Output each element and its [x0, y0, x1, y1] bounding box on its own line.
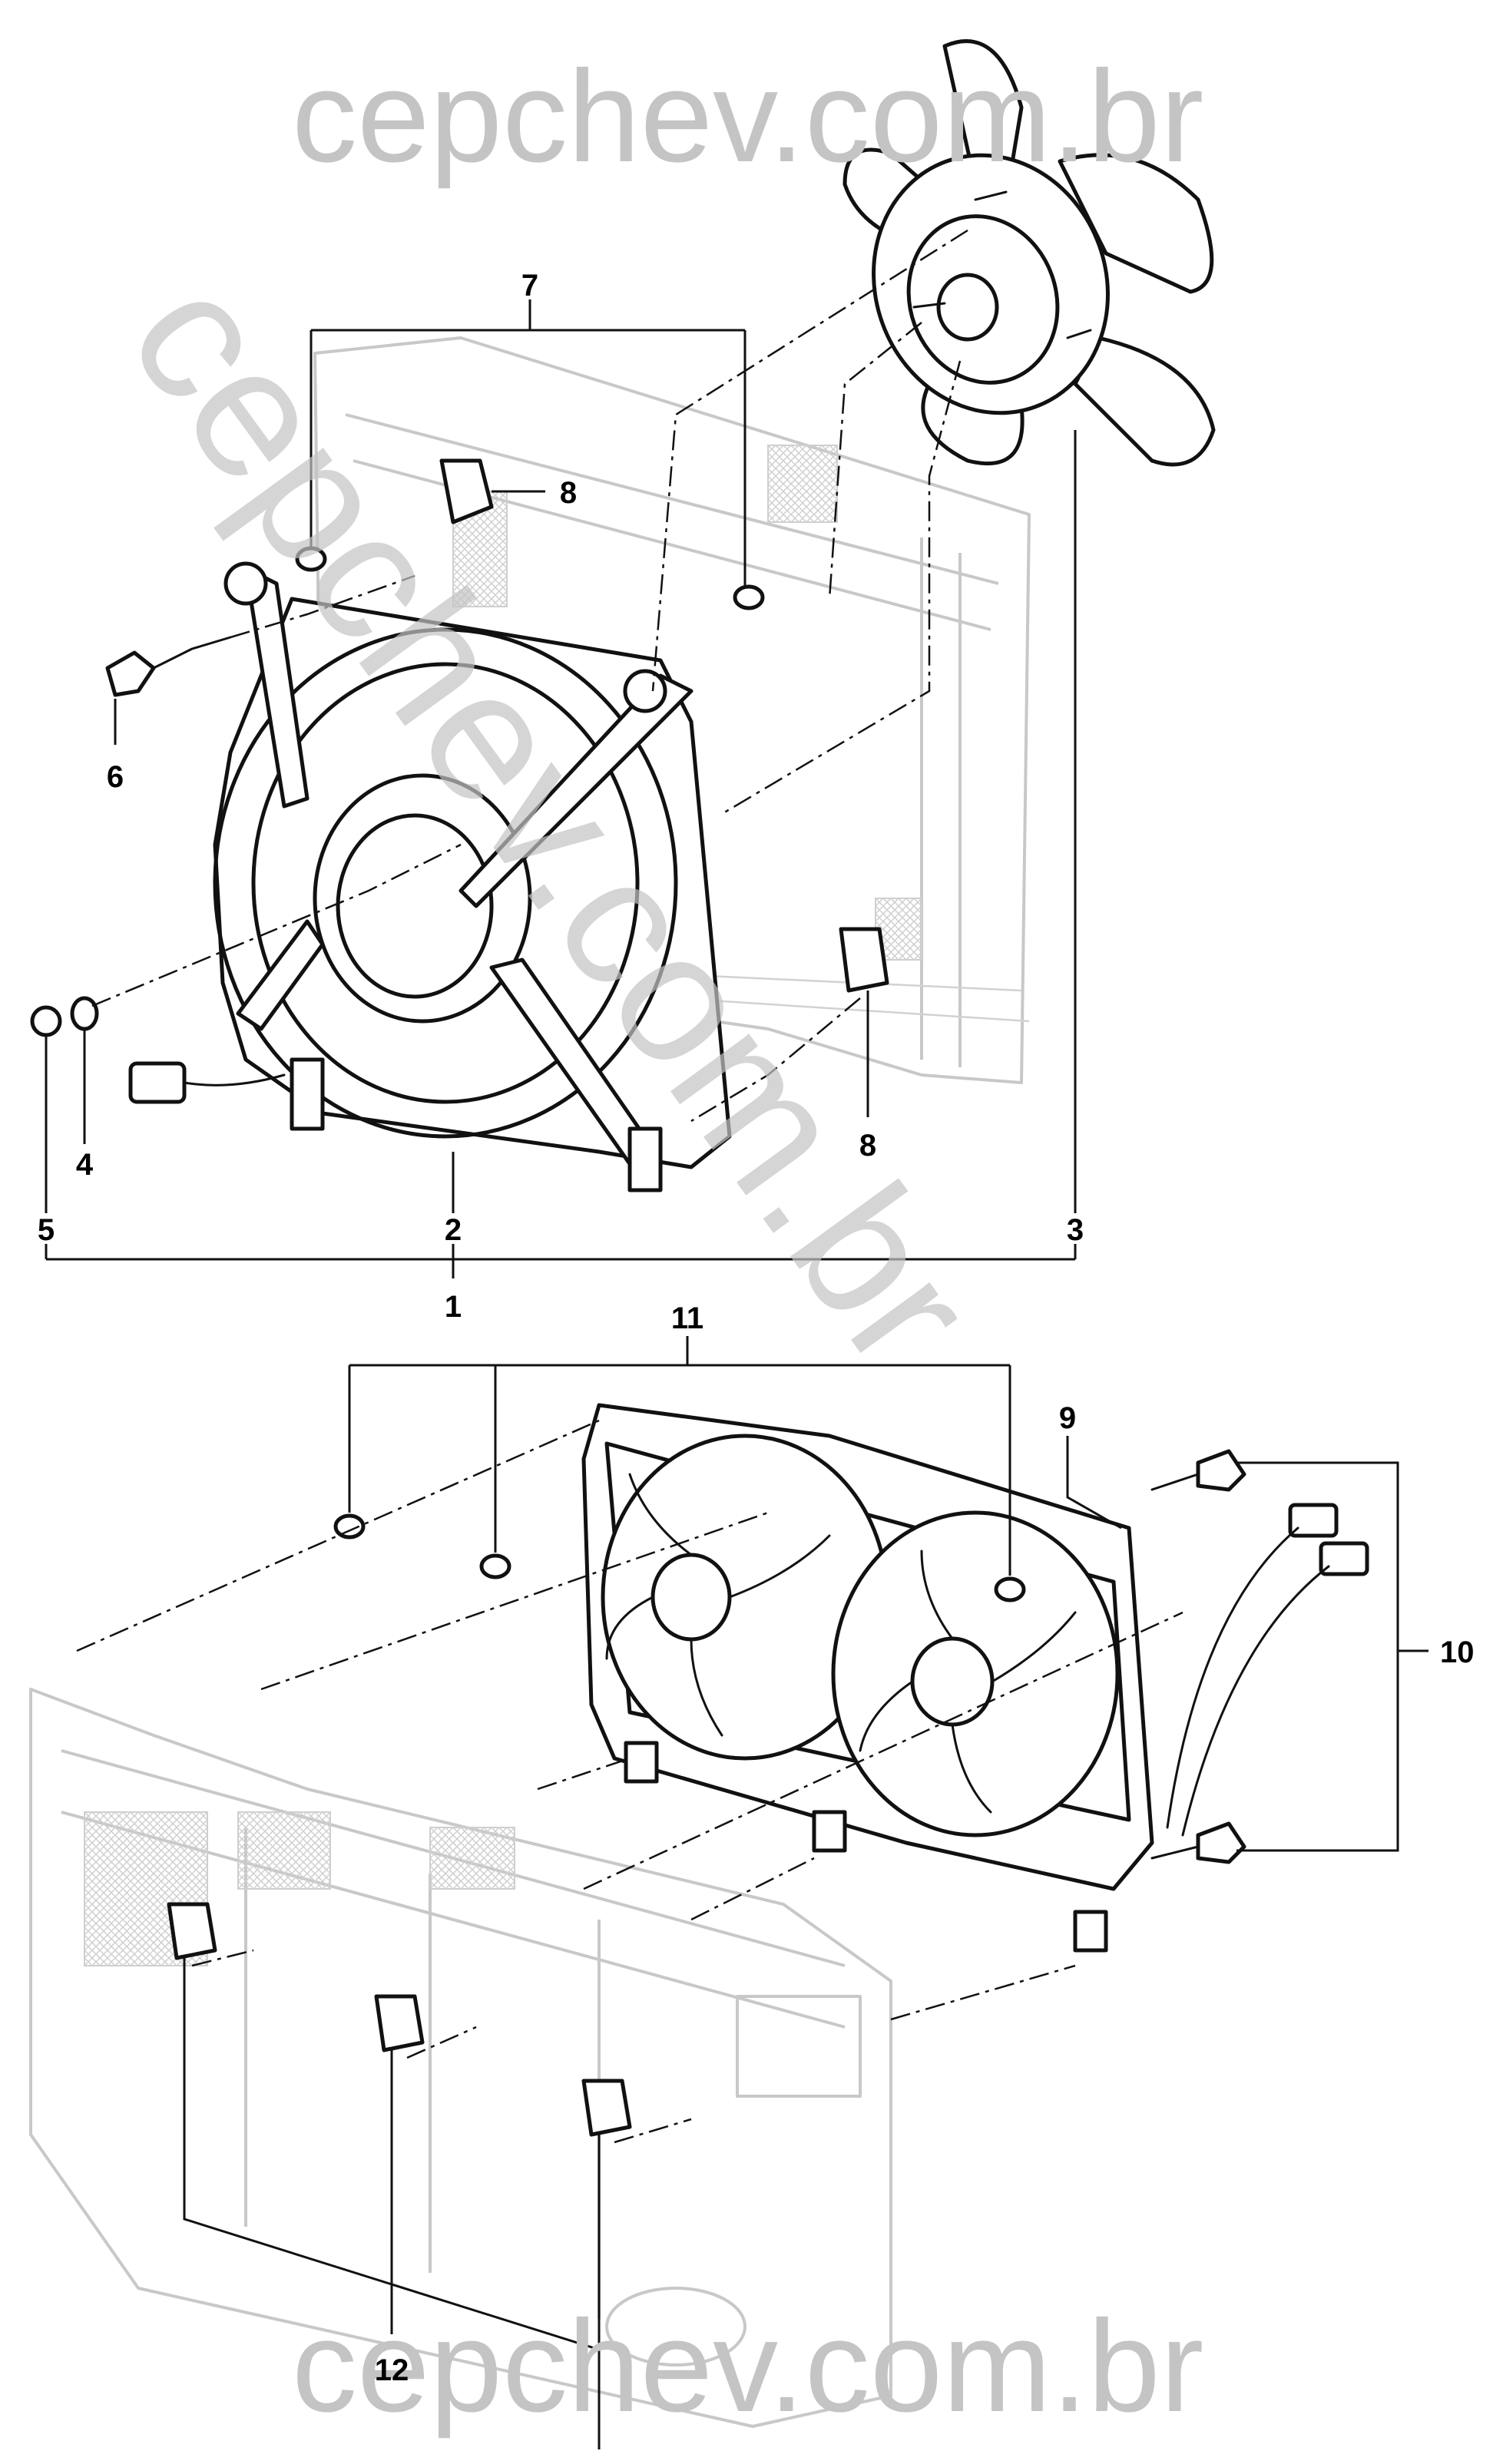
connector-plug: [128, 1061, 187, 1104]
clip-12c: [581, 2079, 632, 2137]
bolt-10b: [1196, 1821, 1246, 1864]
leader-lines-upper: [45, 299, 1077, 1278]
callout-1: 1: [445, 1290, 462, 1324]
leader-lines-lower: [183, 1336, 1428, 2449]
small-parts-lower: [167, 1449, 1369, 2137]
washer-4: [70, 996, 99, 1031]
alignment-lines-lower: [76, 1419, 1183, 2144]
callout-10: 10: [1440, 1636, 1475, 1669]
washer-11c: [994, 1576, 1026, 1602]
callout-6: 6: [107, 760, 124, 794]
callout-3: 3: [1067, 1213, 1084, 1247]
callout-8-upper: 8: [560, 476, 577, 510]
clip-12a: [167, 1902, 217, 1960]
callout-9: 9: [1059, 1401, 1076, 1435]
fan-shroud: [213, 561, 732, 1192]
callout-2: 2: [445, 1213, 462, 1247]
clip-12b: [374, 1994, 425, 2052]
bolt-6: [105, 650, 156, 697]
clip-8b: [839, 927, 889, 993]
washer-7b: [733, 584, 765, 610]
fan-blade-assembly: [843, 39, 1216, 467]
front-panel-ghost: [29, 1688, 892, 2428]
watermark-top: cepchev.com.br: [292, 44, 1203, 190]
bolt-10a: [1196, 1449, 1246, 1492]
callout-5: 5: [38, 1213, 55, 1247]
connector-b: [1319, 1541, 1369, 1576]
watermark-bottom: cepchev.com.br: [292, 2294, 1203, 2439]
radiator-ghost-upper: [313, 336, 1031, 1084]
washer-11b: [479, 1553, 511, 1579]
washer-11a: [333, 1513, 366, 1540]
callout-8-lower: 8: [859, 1129, 876, 1163]
nut-5: [30, 1005, 62, 1037]
callout-4: 4: [76, 1148, 94, 1182]
callout-7: 7: [521, 269, 538, 303]
connector-a: [1288, 1503, 1339, 1538]
small-parts-upper: [30, 458, 889, 1104]
clip-8a: [439, 458, 494, 524]
callout-11: 11: [671, 1301, 703, 1335]
alignment-lines-upper: [91, 229, 968, 1123]
callout-12: 12: [375, 2353, 409, 2387]
